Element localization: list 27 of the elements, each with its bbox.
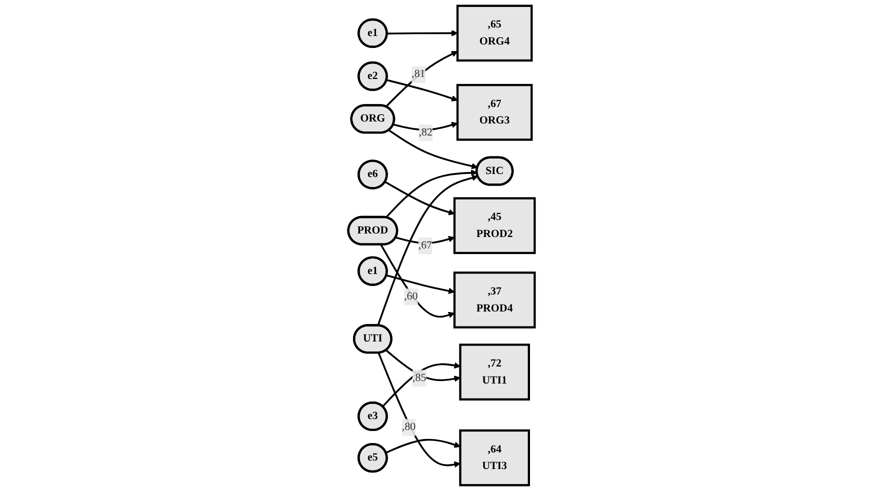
arrow <box>386 350 461 382</box>
arrow <box>380 244 455 318</box>
arrow <box>385 51 458 108</box>
arrow <box>387 30 458 36</box>
node-box: ,67 ORG3 <box>456 84 533 141</box>
arrow <box>382 362 461 408</box>
arrow <box>386 438 461 454</box>
node-box: ,45 PROD2 <box>453 197 536 254</box>
edge-label: ,82 <box>418 126 432 138</box>
arrow <box>384 181 455 216</box>
arrow <box>396 236 455 244</box>
arrow <box>377 174 478 326</box>
arrow <box>386 274 455 294</box>
edge-label: ,81 <box>412 68 426 80</box>
node-box: ,37 PROD4 <box>453 272 536 328</box>
node-box: ,64 UTI3 <box>459 429 530 486</box>
edge-label: ,80 <box>402 421 416 433</box>
arrow <box>393 122 458 131</box>
arrow <box>378 352 461 468</box>
arrow <box>385 170 478 218</box>
node-box: ,72 UTI1 <box>459 344 530 400</box>
arrow <box>388 129 478 170</box>
node-box: ,65 ORG4 <box>456 4 533 62</box>
edge-label: ,67 <box>418 240 432 252</box>
edge-label: ,85 <box>412 372 426 384</box>
edge-label: ,60 <box>404 290 418 302</box>
arrow <box>386 79 458 102</box>
